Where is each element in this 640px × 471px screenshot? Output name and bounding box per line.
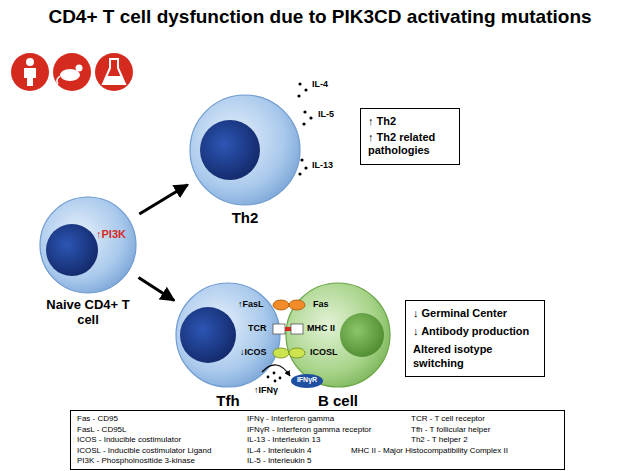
fasl-receptor xyxy=(273,300,289,310)
mouse-icon xyxy=(53,53,91,91)
outcome-box: ↑ Th2 ↑ Th2 related pathologies xyxy=(360,108,460,165)
outcome-text: ↓ Antibody production xyxy=(413,325,537,338)
cytokine-dot xyxy=(300,158,303,161)
icosl-receptor xyxy=(289,348,305,358)
abbreviation-entry: ICOSL - Inducible costimulator Ligand xyxy=(77,446,211,457)
abbreviation-entry: PI3K - Phosphoinositide 3-kinase xyxy=(77,456,195,467)
naive-t-cell: ↑PI3KNaive CD4+ T cell xyxy=(35,192,145,322)
figure-title: CD4+ T cell dysfunction due to PIK3CD ac… xyxy=(0,6,640,28)
abbreviation-box: Fas - CD95FasL - CD95LICOS - Inducible c… xyxy=(70,410,565,470)
cytokine-dot xyxy=(298,172,301,175)
outcome-box: ↓ Germinal Center ↓ Antibody productionAl… xyxy=(405,300,545,377)
receptor-label: ICOSL xyxy=(310,347,338,357)
cytokine-dot xyxy=(297,94,300,97)
mouse-tail xyxy=(57,76,60,84)
cytokine-dot xyxy=(304,88,307,91)
cytokine-dot xyxy=(309,116,312,119)
cell-membrane xyxy=(190,95,300,205)
arrow-connector xyxy=(139,185,187,214)
ifngr-receptor xyxy=(291,374,323,388)
cell-membrane xyxy=(40,197,136,293)
abbreviation-entry: ICOS - Inducible costimulator xyxy=(77,435,181,446)
ifng-release xyxy=(262,365,290,383)
ifng-arrow xyxy=(262,365,290,376)
fas-receptor xyxy=(289,300,305,310)
cytokine-dot xyxy=(274,380,277,383)
mhc-receptor xyxy=(291,324,303,334)
abbreviation-entry: IL-4 - Interleukin 4 xyxy=(247,446,311,457)
cell-name: Naive CD4+ T cell xyxy=(38,298,138,328)
cytokine-label: ↑IFNγ xyxy=(254,385,278,395)
arrow-connector xyxy=(138,277,174,300)
tcr-receptor xyxy=(273,324,285,334)
abbreviation-entry: Tfh - T follicular helper xyxy=(411,425,490,436)
flask-icon xyxy=(95,53,133,91)
cytokine-label: IL-4 xyxy=(312,79,328,89)
abbreviation-entry: Th2 - T helper 2 xyxy=(411,435,468,446)
cytokine-dot xyxy=(303,110,306,113)
cell-nucleus xyxy=(340,313,384,357)
cytokine-label: IL-5 xyxy=(318,109,334,119)
abbreviation-entry: TCR - T cell receptor xyxy=(411,414,485,425)
human-head xyxy=(26,58,34,66)
icos-receptor xyxy=(273,348,289,358)
receptor-label: IFNγR xyxy=(291,376,323,384)
cytokine-dot xyxy=(279,377,282,380)
cell-nucleus xyxy=(46,224,98,276)
abbreviation-entry: MHC II - Major Histocompatibility Comple… xyxy=(351,446,508,457)
cell-name: B cell xyxy=(308,392,368,409)
receptor-label: ↑FasL xyxy=(238,299,264,309)
th2-cell: Th2 xyxy=(185,90,305,230)
cell-nucleus xyxy=(200,120,260,180)
abbreviation-entry: IFNγ - Interferon gamma xyxy=(247,414,334,425)
receptor-label: Fas xyxy=(313,299,329,309)
cytokine-dots xyxy=(297,82,312,175)
outcome-text: ↑ Th2 related pathologies xyxy=(368,131,452,157)
receptor-label: MHC II xyxy=(307,323,335,333)
human-icon xyxy=(11,53,49,91)
flask-liquid xyxy=(103,76,125,84)
human-body xyxy=(24,68,36,86)
abbreviation-entry: Fas - CD95 xyxy=(77,414,118,425)
cytokine-dot xyxy=(304,166,307,169)
abbreviation-entry: IL-13 - Interleukin 13 xyxy=(247,435,320,446)
cytokine-dot xyxy=(267,376,270,379)
abbreviation-entry: IL-5 - Interleukin 5 xyxy=(247,456,311,467)
pi3k-label: ↑PI3K xyxy=(96,228,126,241)
antigen-peptide xyxy=(285,327,291,331)
receptor-label: ↓ICOS xyxy=(240,347,267,357)
flask-outline xyxy=(103,59,125,84)
cytokine-dot xyxy=(273,372,276,375)
receptor-pairs xyxy=(273,300,323,388)
abbreviation-entry: IFNγR - Interferon gamma receptor xyxy=(247,425,371,436)
cell-membrane xyxy=(286,283,390,387)
receptor-label: TCR xyxy=(248,323,267,333)
abbreviation-entry: FasL - CD95L xyxy=(77,425,127,436)
model-icons xyxy=(11,53,133,91)
outcome-text: ↑ Th2 xyxy=(368,115,452,128)
outcome-text: Altered isotype switching xyxy=(413,343,537,369)
cell-name: Tfh xyxy=(198,392,258,409)
cell-nucleus xyxy=(180,307,236,363)
cell-membrane xyxy=(176,283,280,387)
cytokine-dot xyxy=(298,82,301,85)
cytokine-dot xyxy=(302,122,305,125)
cytokine-label: IL-13 xyxy=(312,160,333,170)
mouse-ear xyxy=(76,65,83,72)
cell-name: Th2 xyxy=(215,209,275,226)
outcome-text: ↓ Germinal Center xyxy=(413,307,537,320)
